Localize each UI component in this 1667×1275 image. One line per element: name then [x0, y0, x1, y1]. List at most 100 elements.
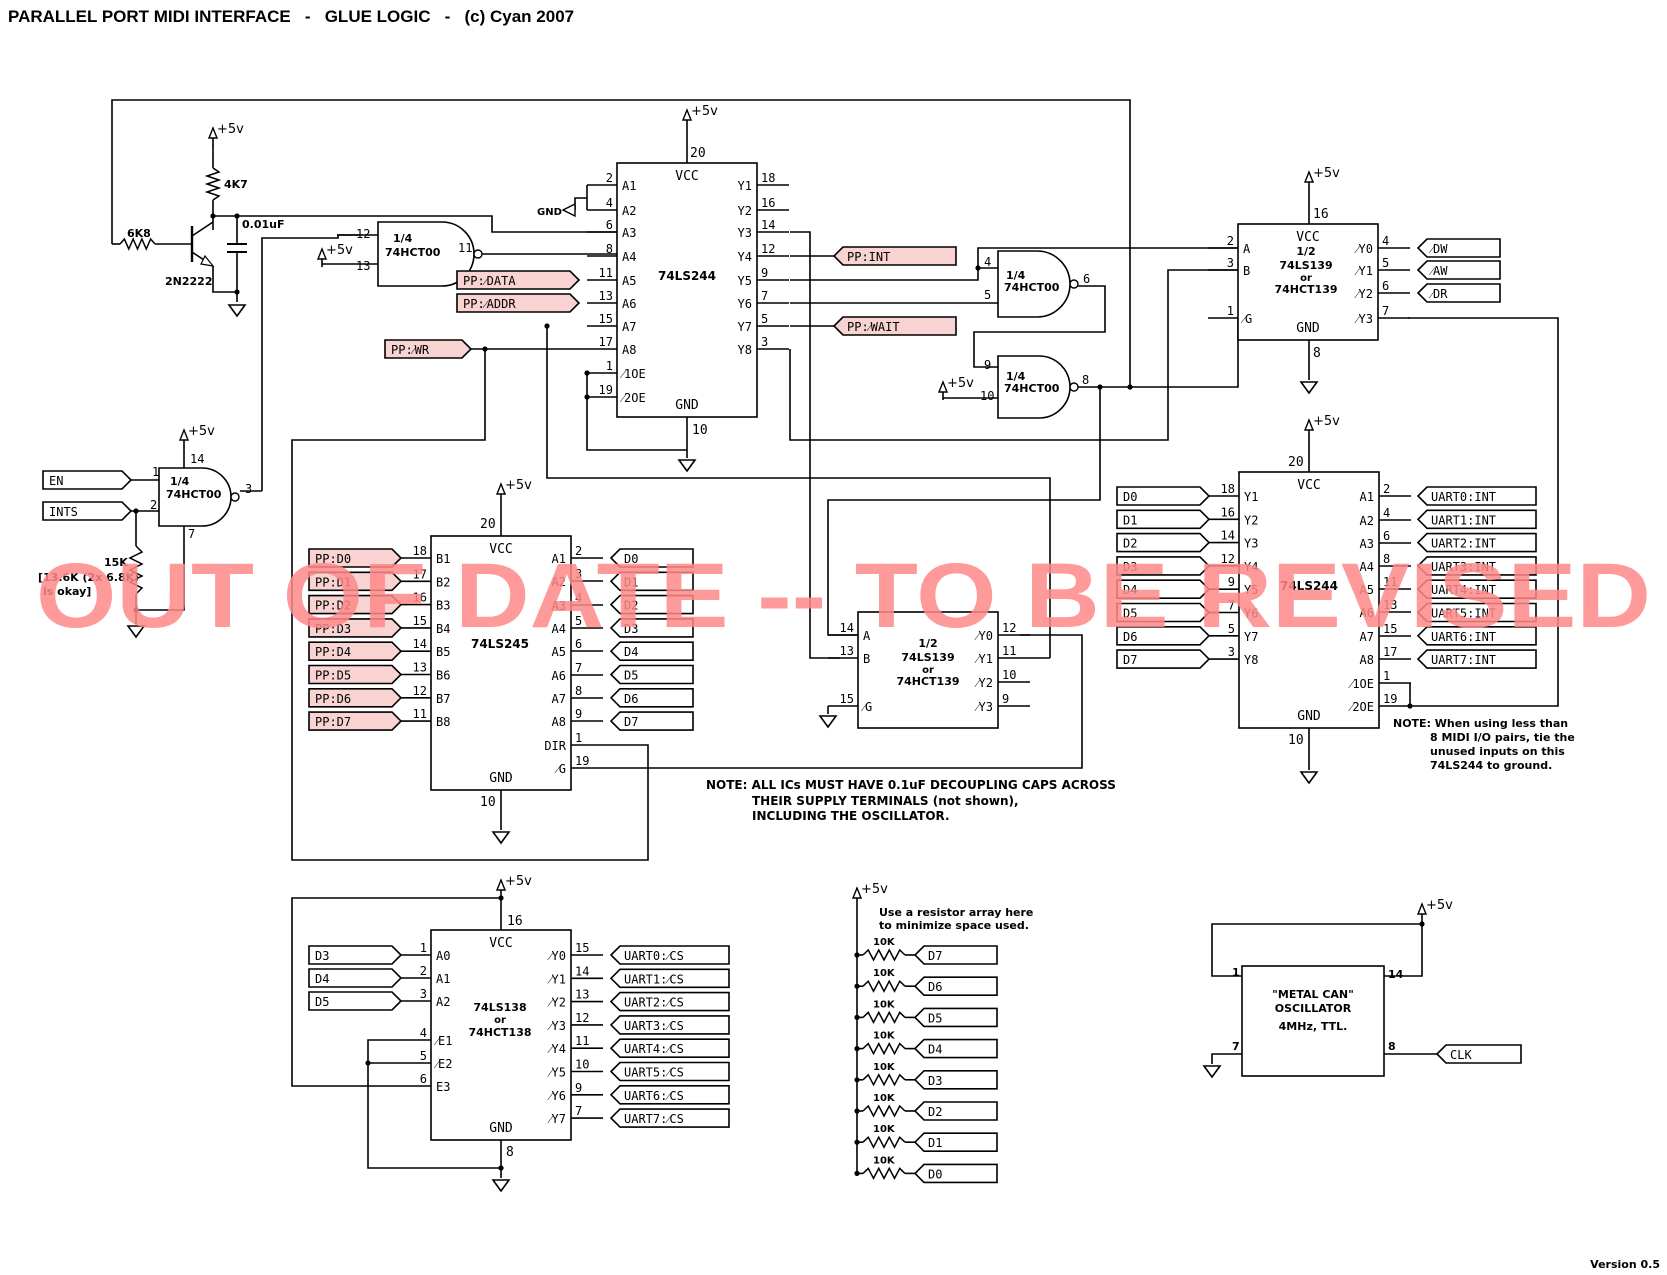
ic-u139a — [1237, 223, 1379, 341]
ground-icon — [677, 459, 697, 473]
pin-label: ⁄G — [860, 700, 872, 714]
uart-cs-flag — [609, 1108, 730, 1128]
ic-u244b — [1238, 471, 1380, 729]
pin-number: 17 — [1383, 645, 1397, 659]
supply-u244b: +5v — [1313, 414, 1340, 429]
pin-number: 16 — [1221, 505, 1235, 519]
pin-number: 7 — [188, 527, 195, 541]
uart-cs-flag-text: UART2:⁄CS — [624, 996, 684, 1010]
pin-label: Y6 — [1244, 607, 1258, 621]
pin-label: A8 — [552, 715, 566, 729]
resistor-10k — [862, 1166, 906, 1181]
pp-d-flag-text: PP:D1 — [315, 575, 351, 589]
pin-label: DIR — [544, 739, 566, 753]
dec-in-flag-text: D3 — [315, 949, 329, 963]
ic-vcc-label: VCC — [489, 936, 512, 951]
pin-number: 10 — [1002, 668, 1016, 682]
pp-d-flag-text: PP:D0 — [315, 552, 351, 566]
pin-number: 6 — [1382, 279, 1389, 293]
pin-label: Y3 — [1244, 537, 1258, 551]
supply-pullups: +5v — [861, 882, 888, 897]
pin-label: B — [1243, 264, 1250, 278]
pin-label: A1 — [436, 972, 450, 986]
d-flag-text: D7 — [624, 715, 638, 729]
pin-number: 9 — [575, 1081, 582, 1095]
pin-number: 19 — [1383, 692, 1397, 706]
transistor-emitter-arrow-icon — [200, 254, 215, 267]
uart-cs-flag-text: UART4:⁄CS — [624, 1042, 684, 1056]
pin-label: A8 — [622, 343, 636, 357]
ic-gnd-label: GND — [675, 398, 699, 413]
pin-label: ⁄Y1 — [974, 652, 993, 666]
pin-number: 2 — [150, 498, 157, 512]
ground-icon — [1299, 381, 1319, 395]
pin-label: ⁄Y0 — [974, 629, 993, 643]
label: 1/4 — [1006, 370, 1026, 383]
ic-vcc-label: VCC — [675, 169, 698, 184]
pullup-flag — [913, 1038, 998, 1059]
pin-label: A4 — [1360, 560, 1374, 574]
wire — [367, 1039, 501, 1169]
pin-label: ⁄Y6 — [547, 1089, 566, 1103]
pin-label: A6 — [622, 297, 636, 311]
junction-dot — [1127, 384, 1133, 390]
d-in-flag-text: D3 — [1123, 560, 1137, 574]
pin-number: 3 — [420, 987, 427, 1001]
label: 1/2 — [918, 637, 937, 650]
pin-number: 16 — [761, 196, 775, 210]
pin-number: 7 — [575, 1104, 582, 1118]
wire — [546, 326, 1051, 658]
pin-label: ⁄2OE — [619, 391, 646, 405]
pin-label: A — [863, 629, 871, 643]
pin-label: A0 — [436, 949, 450, 963]
pin-label: Y7 — [1244, 630, 1258, 644]
pin-number: 6 — [1083, 272, 1090, 286]
label: 74HCT00 — [1004, 281, 1060, 294]
pp-d-flag — [308, 618, 403, 638]
supply-u139a: +5v — [1313, 166, 1340, 181]
label: 74HCT00 — [1004, 382, 1060, 395]
label: is okay] — [43, 585, 91, 598]
wire — [1211, 1053, 1242, 1064]
label: 14 — [1388, 968, 1404, 981]
aw-flag-text: ⁄AW — [1428, 264, 1448, 278]
d-in-flag — [1116, 579, 1211, 600]
junction-dot — [1419, 921, 1425, 927]
supply-arrow-icon — [681, 108, 693, 121]
pin-label: A6 — [552, 669, 566, 683]
wire — [111, 99, 1131, 387]
pin-label: ⁄Y0 — [1354, 242, 1373, 256]
pp-data-flag — [456, 270, 581, 290]
pin-number: 7 — [1228, 599, 1235, 613]
resistor-10k — [862, 1135, 906, 1149]
label: [13.6K (2x 6.8K) — [38, 571, 139, 584]
pin-number: 1 — [1227, 304, 1234, 318]
pin-number: 14 — [190, 452, 204, 466]
pin-number: 1 — [1383, 669, 1390, 683]
uart-int-flag — [1416, 509, 1537, 530]
ic-name: 74LS244 — [658, 269, 716, 283]
ground-icon — [491, 1179, 511, 1193]
pin-number: 12 — [1221, 552, 1235, 566]
d-in-flag-text: D7 — [1123, 653, 1137, 667]
pin-number: 2 — [1227, 234, 1234, 248]
uart-cs-flag — [609, 991, 730, 1012]
pin-label: B3 — [436, 599, 450, 613]
supply-g1: +5v — [326, 243, 353, 258]
pin-label: Y8 — [1244, 653, 1258, 667]
label: 74HCT00 — [385, 246, 441, 259]
label: 10K — [873, 968, 896, 979]
label: 8 MIDI I/O pairs, tie the — [1430, 731, 1575, 744]
supply-arrow-icon — [851, 886, 863, 899]
d-in-flag — [1116, 602, 1211, 623]
uart-cs-flag — [609, 1038, 730, 1058]
pullup-flag-text: D0 — [928, 1167, 942, 1181]
d-in-flag-text: D2 — [1123, 537, 1137, 551]
label: 1/4 — [170, 475, 190, 488]
pin-number: 13 — [599, 289, 613, 303]
wire — [1408, 317, 1559, 707]
pin-label: A1 — [622, 179, 636, 193]
resistor-10k — [862, 1010, 906, 1025]
pp-d-flag-text: PP:D5 — [315, 669, 351, 683]
pp-d-flag-text: PP:D6 — [315, 692, 351, 706]
